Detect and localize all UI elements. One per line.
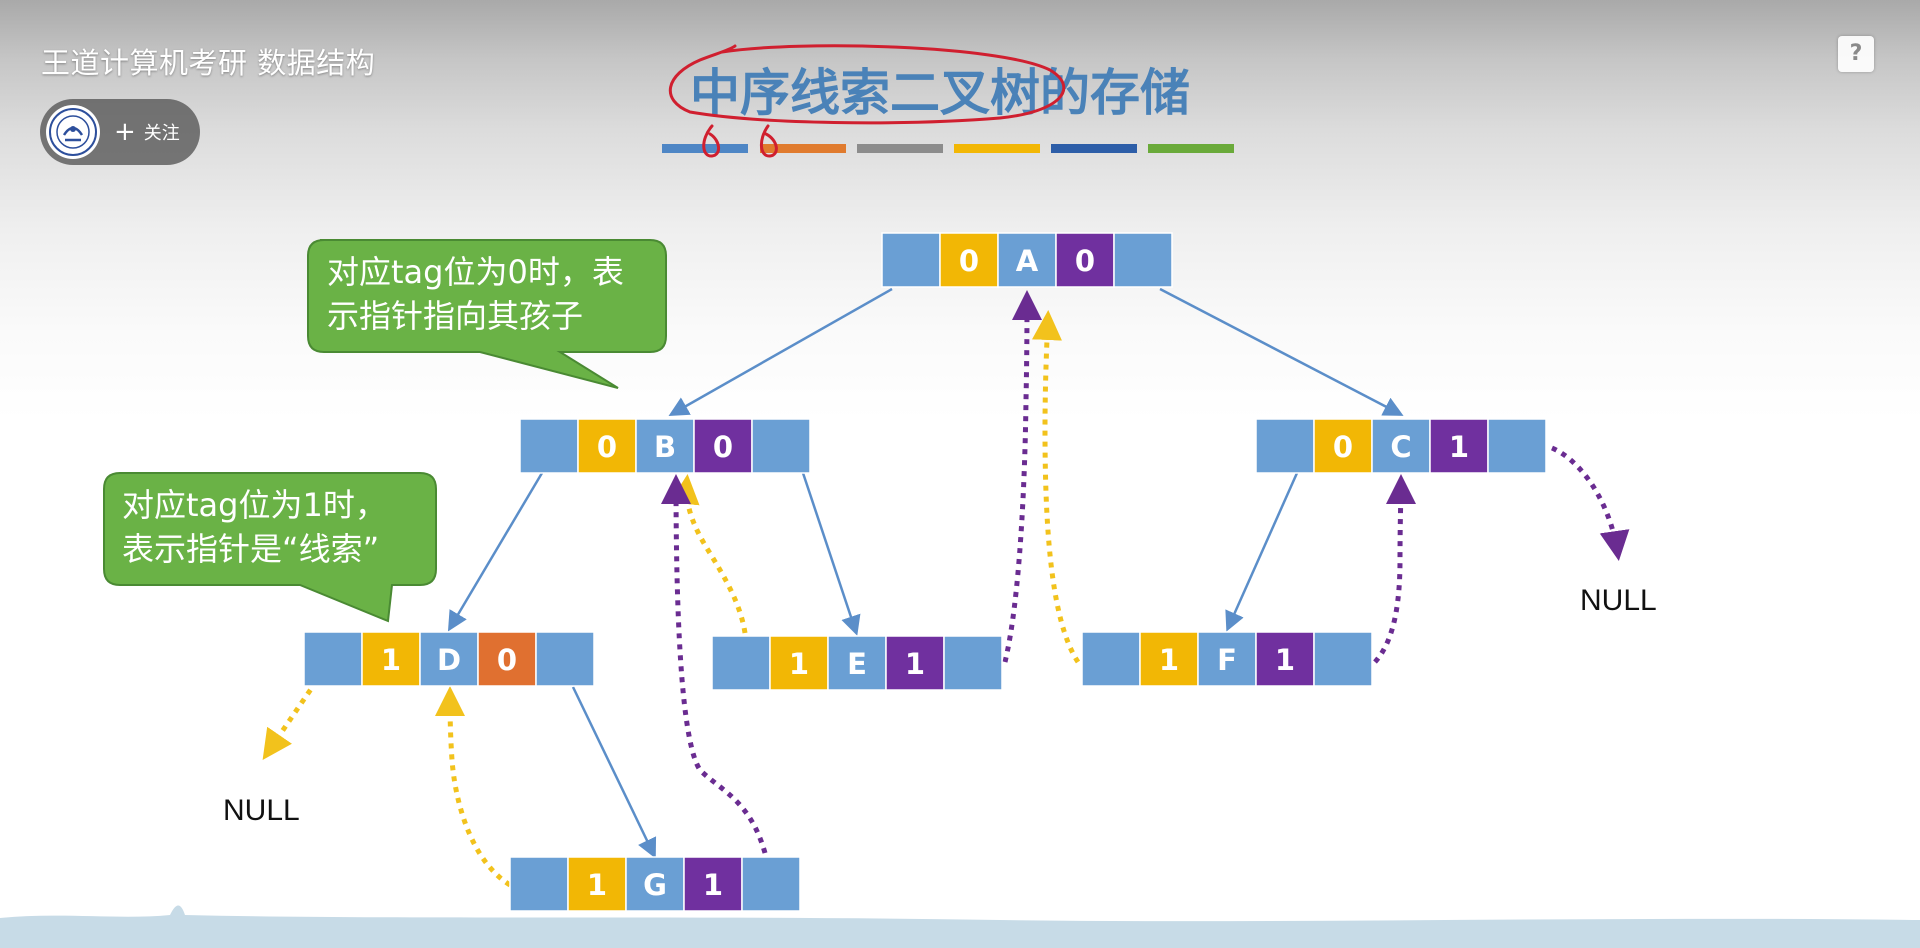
bottom-wave-decoration	[0, 905, 1920, 948]
thread-e-to-b	[669, 474, 748, 634]
data-label: E	[847, 647, 867, 681]
data-cell	[625, 856, 685, 912]
title-underline-segment	[1051, 144, 1137, 153]
node-d: 1 D 0	[303, 631, 595, 687]
ltag-label: 1	[1159, 643, 1179, 677]
lchild-cell	[711, 635, 771, 691]
lchild-cell	[303, 631, 363, 687]
edge-d-g	[571, 686, 657, 859]
rchild-cell	[751, 418, 811, 474]
data-cell	[1197, 631, 1257, 687]
edge-b-d	[447, 472, 544, 632]
data-label: G	[643, 868, 667, 902]
data-cell	[1371, 418, 1431, 474]
red-handwritten-annotation	[668, 44, 1066, 158]
ltag-cell	[577, 418, 637, 474]
rtag-cell	[1055, 232, 1115, 288]
node-a: 0 A 0	[881, 232, 1173, 288]
rtag-label: 1	[905, 647, 925, 681]
ltag-label: 0	[597, 430, 617, 464]
lchild-cell	[881, 232, 941, 288]
follow-label: 关注	[143, 123, 180, 144]
data-cell	[635, 418, 695, 474]
follow-pill[interactable]: + 关注	[40, 99, 200, 165]
edge-b-e	[801, 472, 861, 636]
thread-f-to-c	[1373, 474, 1416, 664]
follow-button[interactable]: + 关注	[114, 119, 180, 145]
thread-f-to-a	[1032, 310, 1081, 664]
ltag-label: 0	[1333, 430, 1353, 464]
thread-g-to-b	[661, 474, 768, 854]
node-e: 1 E 1	[711, 635, 1003, 691]
title-underline-segment	[857, 144, 943, 153]
callout-tag0: 对应tag位为0时，表 示指针指向其孩子	[307, 239, 667, 389]
thread-e-to-a	[1002, 290, 1042, 663]
rchild-cell	[1487, 418, 1547, 474]
data-label: A	[1016, 244, 1039, 278]
lchild-cell	[519, 418, 579, 474]
data-cell	[827, 635, 887, 691]
lchild-cell	[1255, 418, 1315, 474]
data-label: C	[1390, 430, 1411, 464]
edge-a-c	[1159, 287, 1404, 416]
rtag-label: 0	[497, 643, 517, 677]
ltag-label: 1	[789, 647, 809, 681]
edge-a-b	[668, 287, 893, 416]
ltag-cell	[361, 631, 421, 687]
rtag-cell	[885, 635, 945, 691]
title-underline-segment	[760, 144, 846, 153]
node-b: 0 B 0	[519, 418, 811, 474]
thread-edges	[262, 290, 1630, 888]
thread-c-to-null	[1550, 445, 1630, 561]
ltag-cell	[769, 635, 829, 691]
data-label: D	[437, 643, 461, 677]
thread-g-to-d	[435, 686, 512, 888]
ltag-label: 0	[959, 244, 979, 278]
ltag-cell	[1313, 418, 1373, 474]
rchild-cell	[943, 635, 1003, 691]
callout-tag0-line-2: 示指针指向其孩子	[327, 297, 583, 335]
callout-tag0-line-1: 对应tag位为0时，表	[327, 253, 624, 291]
data-label: B	[654, 430, 676, 464]
rtag-label: 1	[1275, 643, 1295, 677]
rtag-label: 1	[1449, 430, 1469, 464]
slide-title: 中序线索二叉树的存储	[690, 64, 1190, 122]
ltag-label: 1	[587, 868, 607, 902]
data-label: F	[1217, 643, 1237, 677]
rtag-cell	[477, 631, 537, 687]
node-f: 1 F 1	[1081, 631, 1373, 687]
school-logo-icon	[49, 108, 97, 156]
rchild-cell	[1313, 631, 1373, 687]
rtag-cell	[1429, 418, 1489, 474]
lchild-cell	[509, 856, 569, 912]
rtag-label: 1	[703, 868, 723, 902]
rchild-cell	[1113, 232, 1173, 288]
title-underline	[662, 144, 1234, 153]
rtag-cell	[693, 418, 753, 474]
callout-tag1: 对应tag位为1时， 表示指针是“线索”	[103, 472, 437, 623]
rchild-cell	[535, 631, 595, 687]
node-c: 0 C 1	[1255, 418, 1547, 474]
rtag-label: 0	[1075, 244, 1095, 278]
video-title: 王道计算机考研 数据结构	[41, 46, 376, 80]
rtag-label: 0	[713, 430, 733, 464]
edge-c-f	[1225, 472, 1299, 632]
callout-tag1-line-1: 对应tag位为1时，	[122, 486, 387, 524]
child-edges	[447, 287, 1404, 859]
title-underline-segment	[1148, 144, 1234, 153]
rchild-cell	[741, 856, 801, 912]
help-button[interactable]: ?	[1838, 36, 1874, 72]
null-label-left: NULL	[223, 794, 300, 827]
callout-tag1-line-2: 表示指针是“线索”	[122, 530, 379, 568]
ltag-cell	[567, 856, 627, 912]
lchild-cell	[1081, 631, 1141, 687]
title-underline-segment	[954, 144, 1040, 153]
plus-icon: +	[114, 117, 136, 147]
channel-avatar[interactable]	[46, 105, 100, 159]
ltag-label: 1	[381, 643, 401, 677]
null-label-right: NULL	[1580, 584, 1657, 617]
node-g: 1 G 1	[509, 856, 801, 912]
